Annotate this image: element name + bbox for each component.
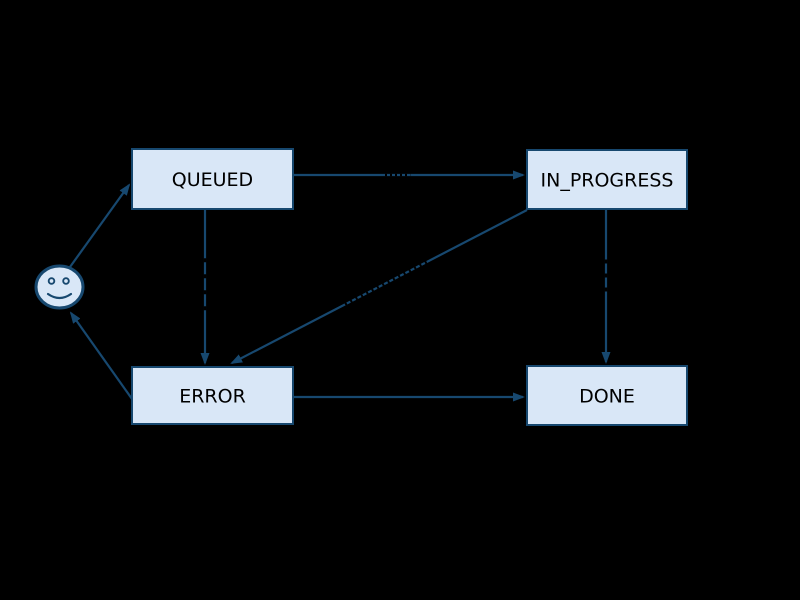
smiley-eye [47,277,56,285]
edge-error-to-start [69,311,133,400]
state-nodes: QUEUED IN_PROGRESS ERROR DONE [131,148,688,426]
state-box [131,366,294,425]
state-node-done: DONE [526,365,688,426]
state-box [526,149,688,210]
edge-in_progress-to-error [230,209,528,364]
smiley-eye [62,277,70,285]
state-label: QUEUED [172,169,253,191]
edge-start-to-queued [69,183,131,268]
state-label: ERROR [179,386,246,408]
state-box [526,365,688,426]
smiley-head [34,264,85,310]
state-label: DONE [579,386,635,408]
state-box [131,148,294,210]
state-node-in_progress: IN_PROGRESS [526,149,688,210]
state-label: IN_PROGRESS [541,170,674,192]
state-node-error: ERROR [131,366,294,425]
state-node-queued: QUEUED [131,148,294,210]
transition-edges [69,170,611,402]
smiley-mouth [46,292,73,300]
start-state-smiley-icon [34,264,85,310]
